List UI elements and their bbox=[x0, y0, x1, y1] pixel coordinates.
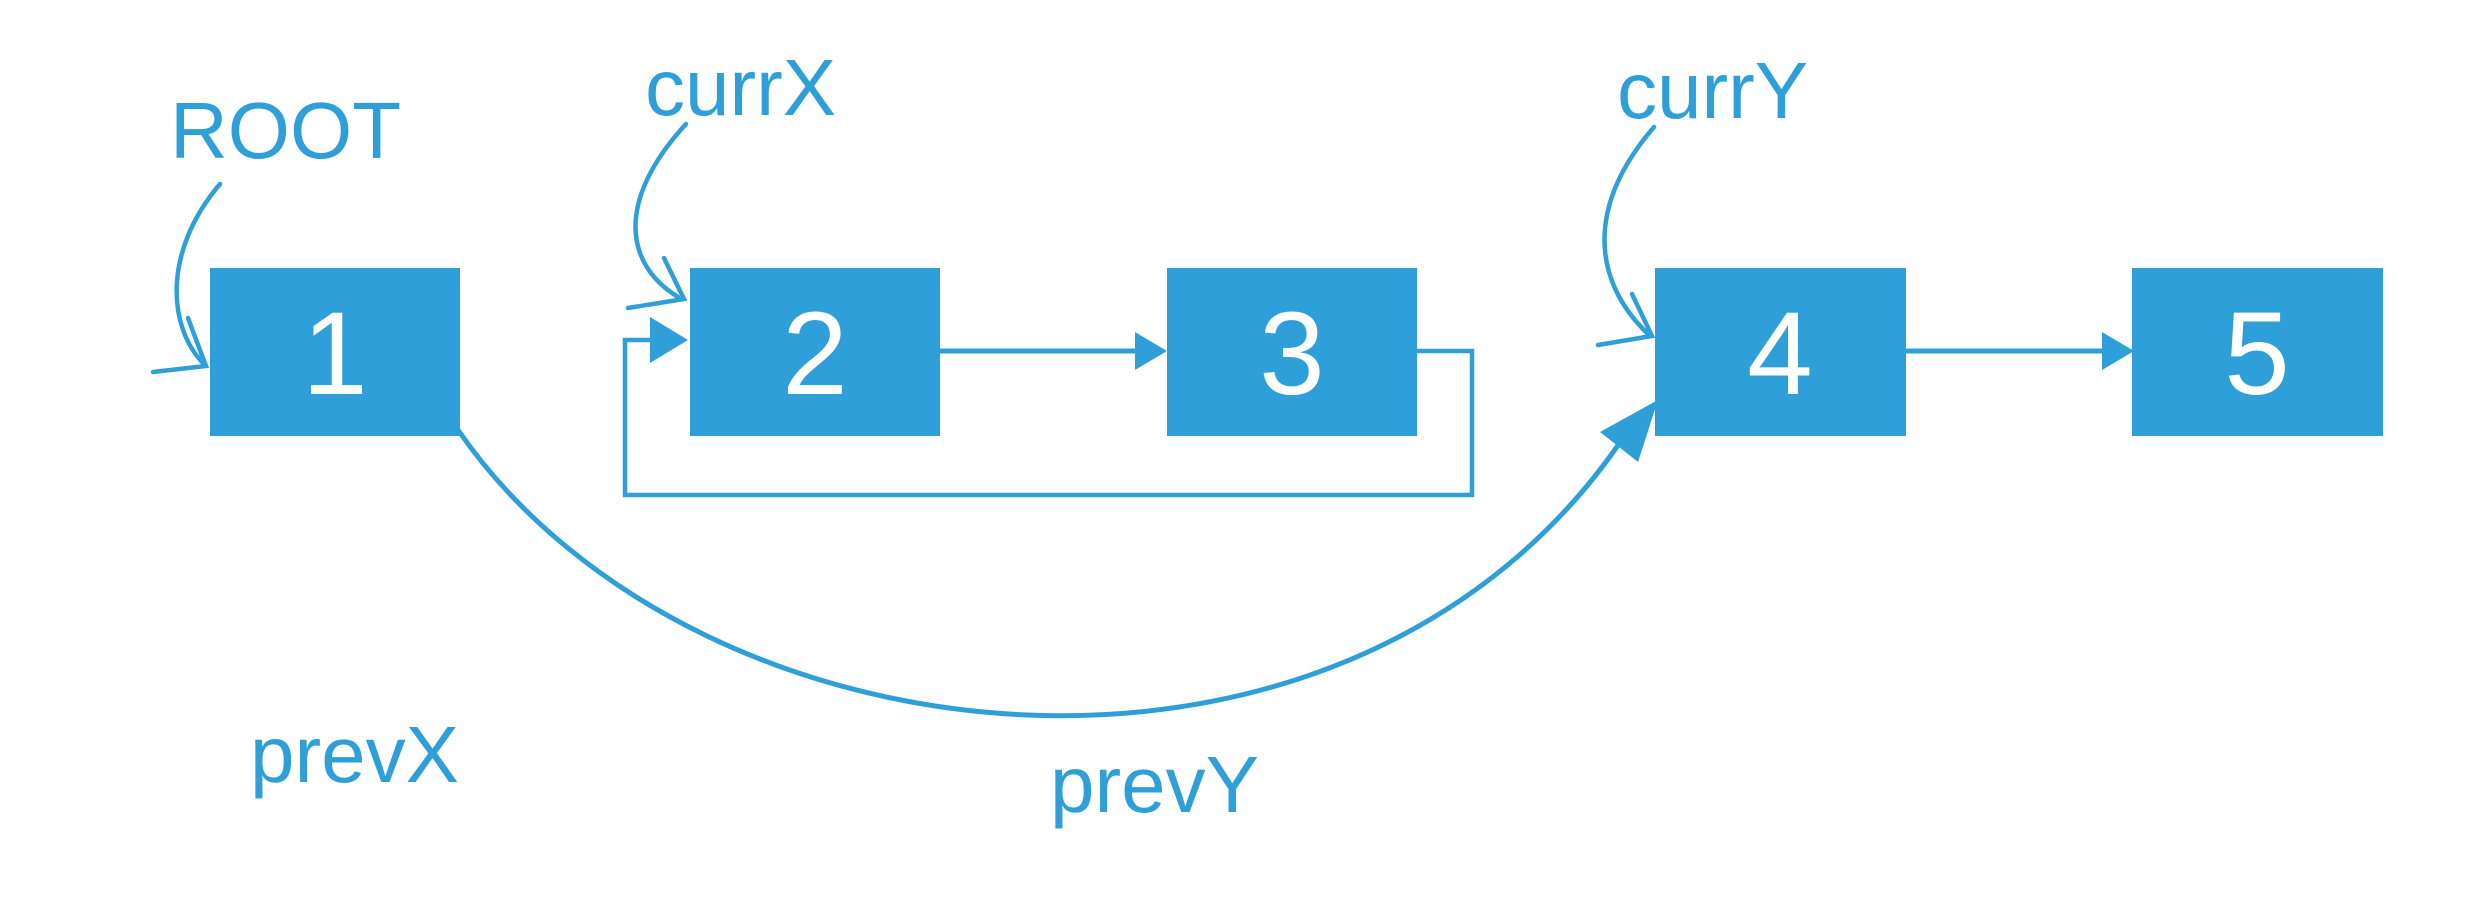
node-label-1: 1 bbox=[302, 288, 368, 420]
currx-arrowhead-icon bbox=[625, 255, 688, 311]
curve-arrowhead-1-4-icon bbox=[1600, 400, 1658, 462]
pointer-label-curry: currY bbox=[1617, 46, 1808, 135]
node-box-2 bbox=[690, 268, 940, 436]
pointer-label-prevx: prevX bbox=[250, 710, 459, 799]
node-box-1 bbox=[210, 268, 460, 436]
node-label-4: 4 bbox=[1747, 288, 1813, 420]
node-box-4 bbox=[1655, 268, 1906, 436]
pointer-label-prevy: prevY bbox=[1050, 740, 1259, 829]
node-box-3 bbox=[1167, 268, 1417, 436]
node-label-2: 2 bbox=[782, 288, 848, 420]
next-arrowhead-2-3-icon bbox=[1135, 332, 1167, 370]
next-arrowhead-4-5-icon bbox=[2102, 332, 2134, 370]
node-label-3: 3 bbox=[1259, 288, 1325, 420]
curry-pointer-arrow bbox=[1602, 124, 1657, 337]
loop-arrowhead-3-2-icon bbox=[650, 317, 688, 363]
root-arrowhead-icon bbox=[150, 315, 210, 375]
loop-arrow-3-2 bbox=[622, 337, 1475, 498]
node-box-5 bbox=[2132, 268, 2383, 436]
curve-arrow-1-4 bbox=[455, 416, 1639, 719]
curry-arrowhead-icon bbox=[1595, 291, 1656, 348]
root-pointer-arrow bbox=[174, 181, 223, 367]
node-label-5: 5 bbox=[2224, 288, 2290, 420]
pointer-label-root: ROOT bbox=[170, 86, 401, 175]
currx-pointer-arrow bbox=[633, 121, 689, 300]
pointer-label-currx: currX bbox=[645, 43, 836, 132]
